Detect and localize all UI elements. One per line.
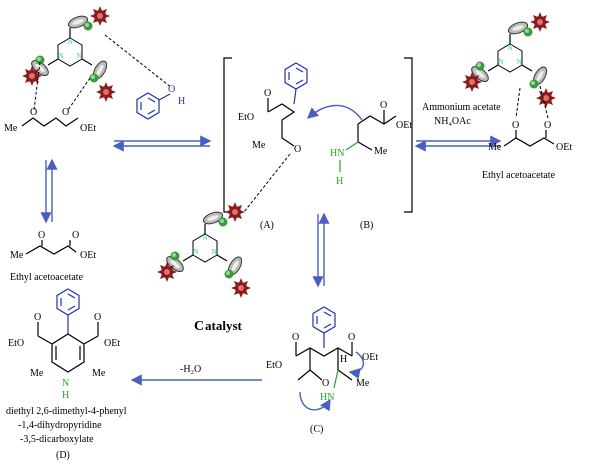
svg-text:O: O: [512, 120, 519, 131]
svg-text:O: O: [294, 144, 301, 155]
intermediate-bracket: [223, 57, 413, 213]
intermediate-B: O OEt Me HN H (B): [330, 100, 412, 231]
svg-text:O: O: [38, 230, 45, 241]
label-C: (C): [310, 424, 323, 435]
svg-text:H: H: [336, 176, 343, 187]
svg-text:OEt: OEt: [80, 123, 96, 134]
ethyl-acetoacetate-left-label: Ethyl acetoacetate: [10, 272, 84, 283]
enol-intermediate-top-left: O O Me OEt: [4, 107, 96, 134]
svg-text:Me: Me: [4, 123, 18, 134]
svg-text:H: H: [340, 354, 347, 365]
svg-text:O: O: [34, 312, 41, 323]
svg-text:Me: Me: [30, 368, 44, 379]
catalyst-cluster-top-left: [22, 6, 116, 102]
svg-text:H: H: [178, 96, 185, 107]
ethyl-acetoacetate-left: O O Me OEt Ethyl acetoacetate: [10, 230, 96, 283]
svg-text:O: O: [348, 332, 355, 343]
water-loss-label: -H₂O: [180, 364, 201, 375]
intermediate-C: O EtO O OEt H O Me HN (C): [266, 306, 378, 435]
catalyst-label-C: C: [194, 319, 204, 334]
svg-text:OEt: OEt: [556, 142, 572, 153]
catalyst-label-rest: atalyst: [205, 318, 243, 333]
svg-text:Me: Me: [10, 250, 24, 261]
ethyl-acetoacetate-right: O O Me OEt Ethyl acetoacetate: [482, 120, 572, 181]
svg-text:Me: Me: [374, 146, 388, 157]
svg-text:EtO: EtO: [8, 338, 24, 349]
svg-text:N: N: [62, 378, 69, 389]
svg-text:O: O: [62, 107, 69, 118]
svg-text:O: O: [72, 230, 79, 241]
svg-text:Me: Me: [252, 140, 266, 151]
svg-text:OEt: OEt: [396, 120, 412, 131]
label-B: (B): [360, 220, 373, 231]
nh4oac-label: NH₄OAc: [434, 116, 471, 127]
product-name-line3: -3,5-dicarboxylate: [20, 434, 94, 445]
svg-text:HN: HN: [320, 392, 334, 403]
product-name-line2: -1,4-dihydropyridine: [18, 420, 102, 431]
svg-text:O: O: [168, 84, 175, 95]
svg-text:OEt: OEt: [362, 352, 378, 363]
svg-text:OEt: OEt: [80, 250, 96, 261]
svg-text:O: O: [94, 312, 101, 323]
svg-text:O: O: [264, 88, 271, 99]
svg-text:O: O: [292, 332, 299, 343]
svg-text:EtO: EtO: [266, 360, 282, 371]
intermediate-A: O EtO O Me (A): [238, 62, 308, 231]
product-D: O EtO O OEt Me Me N H diethyl 2,6-dimeth…: [6, 288, 127, 461]
svg-text:H: H: [62, 390, 69, 401]
svg-text:O: O: [30, 107, 37, 118]
svg-text:O: O: [544, 120, 551, 131]
svg-text:O: O: [322, 378, 329, 389]
label-A: (A): [260, 220, 274, 231]
svg-text:Me: Me: [356, 378, 370, 389]
svg-text:EtO: EtO: [238, 112, 254, 123]
svg-text:HN: HN: [330, 148, 344, 159]
svg-text:Me: Me: [92, 368, 106, 379]
benzaldehyde: O H: [136, 84, 185, 120]
catalyst-cluster-center: [157, 202, 251, 298]
label-D: (D): [56, 450, 70, 461]
svg-text:OEt: OEt: [104, 338, 120, 349]
svg-text:O: O: [380, 100, 387, 111]
ethyl-acetoacetate-right-label: Ethyl acetoacetate: [482, 170, 556, 181]
svg-text:Me: Me: [488, 142, 502, 153]
product-name-line1: diethyl 2,6-dimethyl-4-phenyl: [6, 406, 127, 417]
ammonium-acetate-label: Ammonium acetate: [422, 102, 501, 113]
